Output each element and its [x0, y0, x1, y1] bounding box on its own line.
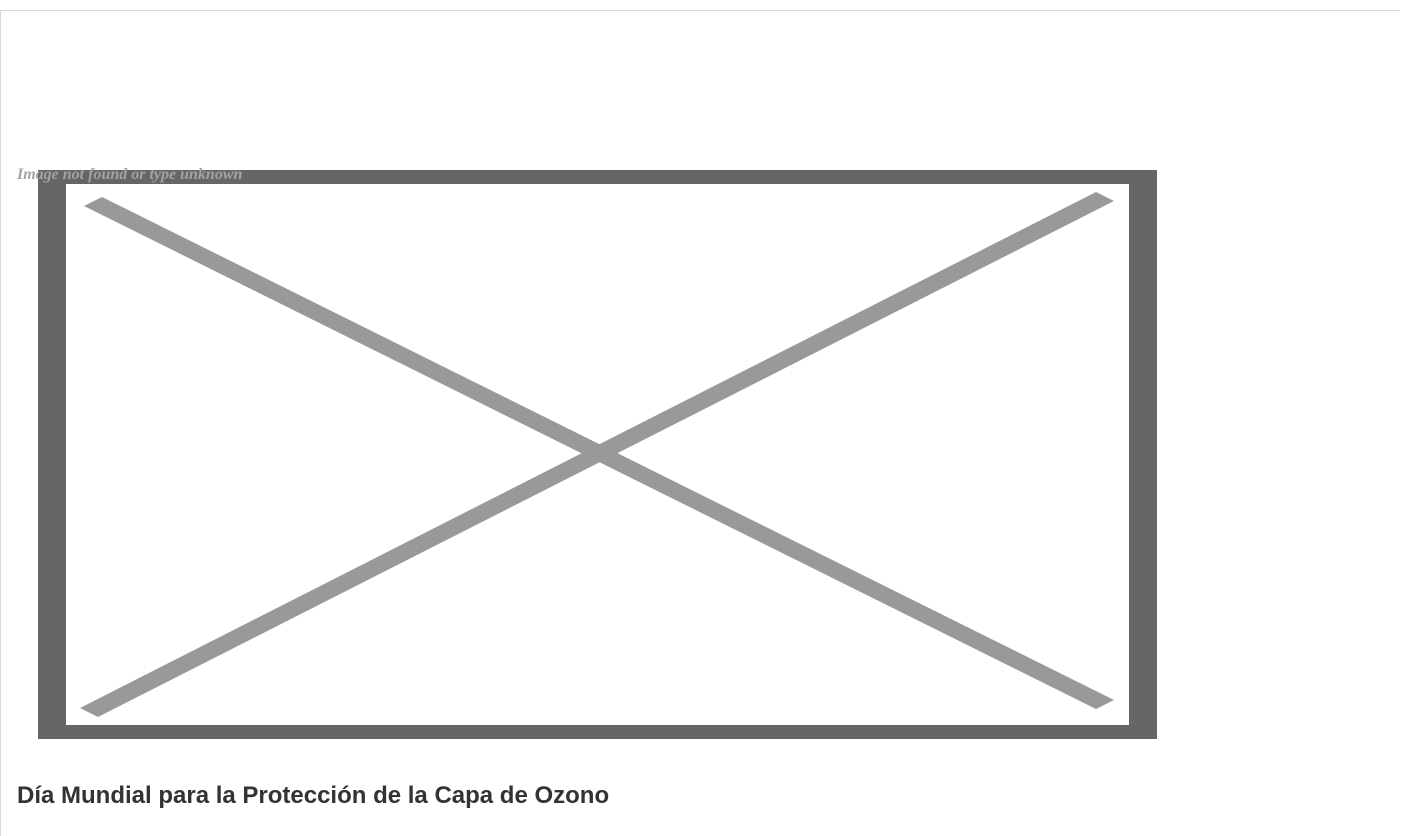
image-alt-text: Image not found or type unknown [17, 166, 243, 183]
broken-image-svg [38, 170, 1157, 739]
article-title[interactable]: Día Mundial para la Protección de la Cap… [17, 782, 610, 809]
cross-line-ascending [80, 192, 1114, 717]
news-card[interactable]: Image not found or type unknown Día Mund… [0, 10, 1400, 836]
broken-image-placeholder-icon[interactable] [38, 170, 1157, 739]
